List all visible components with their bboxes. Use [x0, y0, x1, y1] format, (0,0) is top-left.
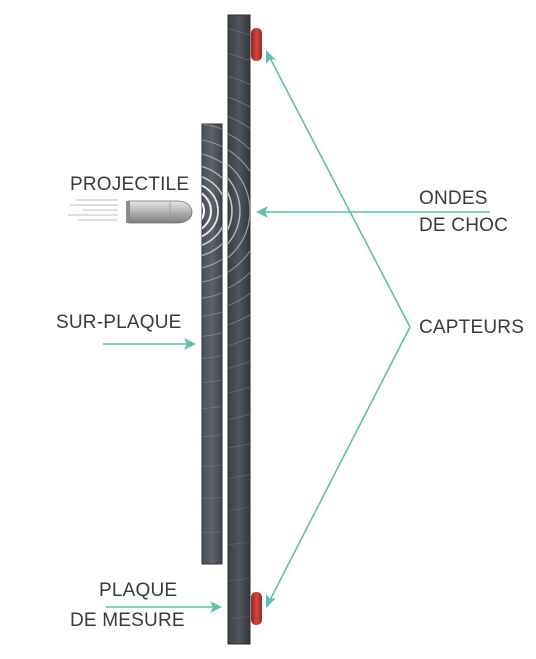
shock-waves-label-line2: DE CHOC — [419, 215, 509, 236]
projectile-bullet — [126, 200, 193, 224]
sensor-bottom — [251, 592, 262, 625]
over-plate-label: SUR-PLAQUE — [56, 312, 182, 333]
sensor-top — [251, 28, 262, 61]
projectile-label: PROJECTILE — [70, 174, 190, 195]
arrows — [103, 50, 490, 613]
measuring-plate — [227, 14, 251, 645]
sensor-arrow-top — [269, 57, 411, 328]
measuring-plate-label-line1: PLAQUE — [99, 580, 178, 601]
projectile-speed-lines — [68, 199, 118, 221]
measuring-plate-label-line2: DE MESURE — [70, 610, 185, 631]
shock-waves-over-plate — [0, 0, 536, 569]
sensor-arrow-bottom — [269, 326, 411, 601]
shock-waves-label-line1: ONDES — [419, 188, 488, 209]
sensors-label: CAPTEURS — [419, 317, 525, 338]
